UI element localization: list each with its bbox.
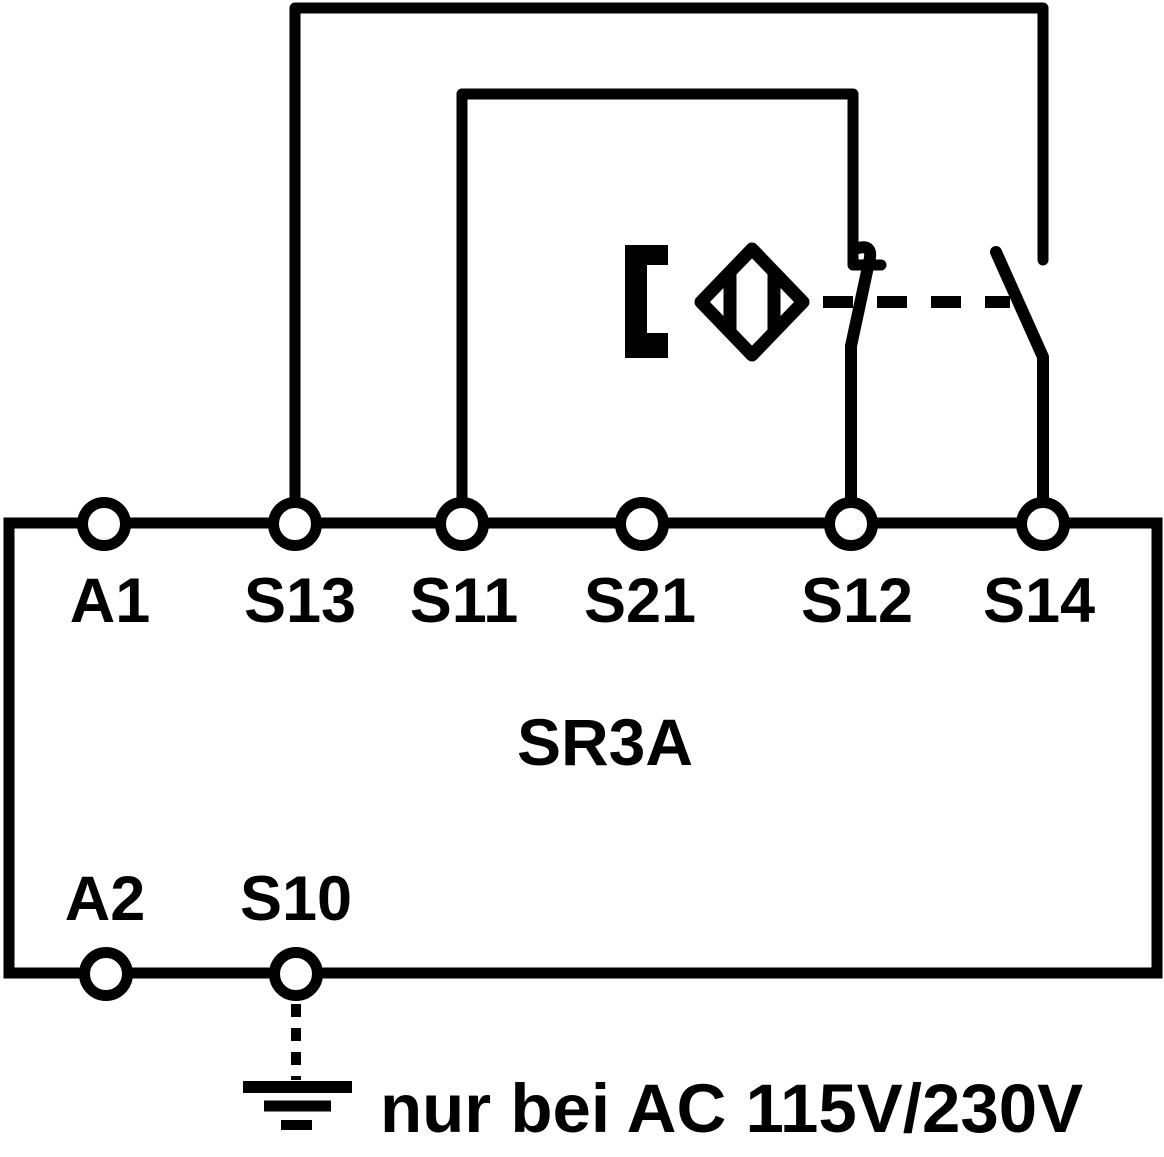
terminal-circle-s11 xyxy=(435,497,489,551)
terminal-label-s10: S10 xyxy=(239,864,353,934)
terminal-label-s21: S21 xyxy=(583,566,697,636)
device-label: SR3A xyxy=(516,705,694,779)
terminal-label-a2: A2 xyxy=(64,864,146,934)
magnet-actuator-icon xyxy=(625,245,668,358)
terminal-circle-s21 xyxy=(615,497,669,551)
terminal-circle-s13 xyxy=(268,497,322,551)
terminal-label-a1: A1 xyxy=(69,566,151,636)
terminal-circle-s14 xyxy=(1016,497,1070,551)
top-terminal-circles xyxy=(77,497,1070,551)
relay-module-outline xyxy=(3,517,1163,979)
terminal-circle-a1 xyxy=(77,497,131,551)
ground-note: nur bei AC 115V/230V xyxy=(380,1070,1084,1147)
terminal-circle-s12 xyxy=(824,497,878,551)
terminal-label-s13: S13 xyxy=(243,566,357,636)
terminal-circle-s10 xyxy=(269,947,323,1001)
nc-contact-icon xyxy=(845,241,877,511)
wire-s13-to-no-contact xyxy=(289,2,1049,511)
terminal-label-s14: S14 xyxy=(982,566,1096,636)
magnetic-proximity-sensor-icon xyxy=(694,242,810,362)
terminal-circle-a2 xyxy=(79,947,133,1001)
no-contact-icon xyxy=(990,246,1049,511)
terminal-label-s12: S12 xyxy=(800,566,914,636)
terminal-label-s11: S11 xyxy=(409,566,519,636)
bottom-terminal-circles xyxy=(79,947,323,1001)
ground-icon xyxy=(243,1004,352,1130)
wire-s11-to-nc-contact xyxy=(456,88,887,511)
